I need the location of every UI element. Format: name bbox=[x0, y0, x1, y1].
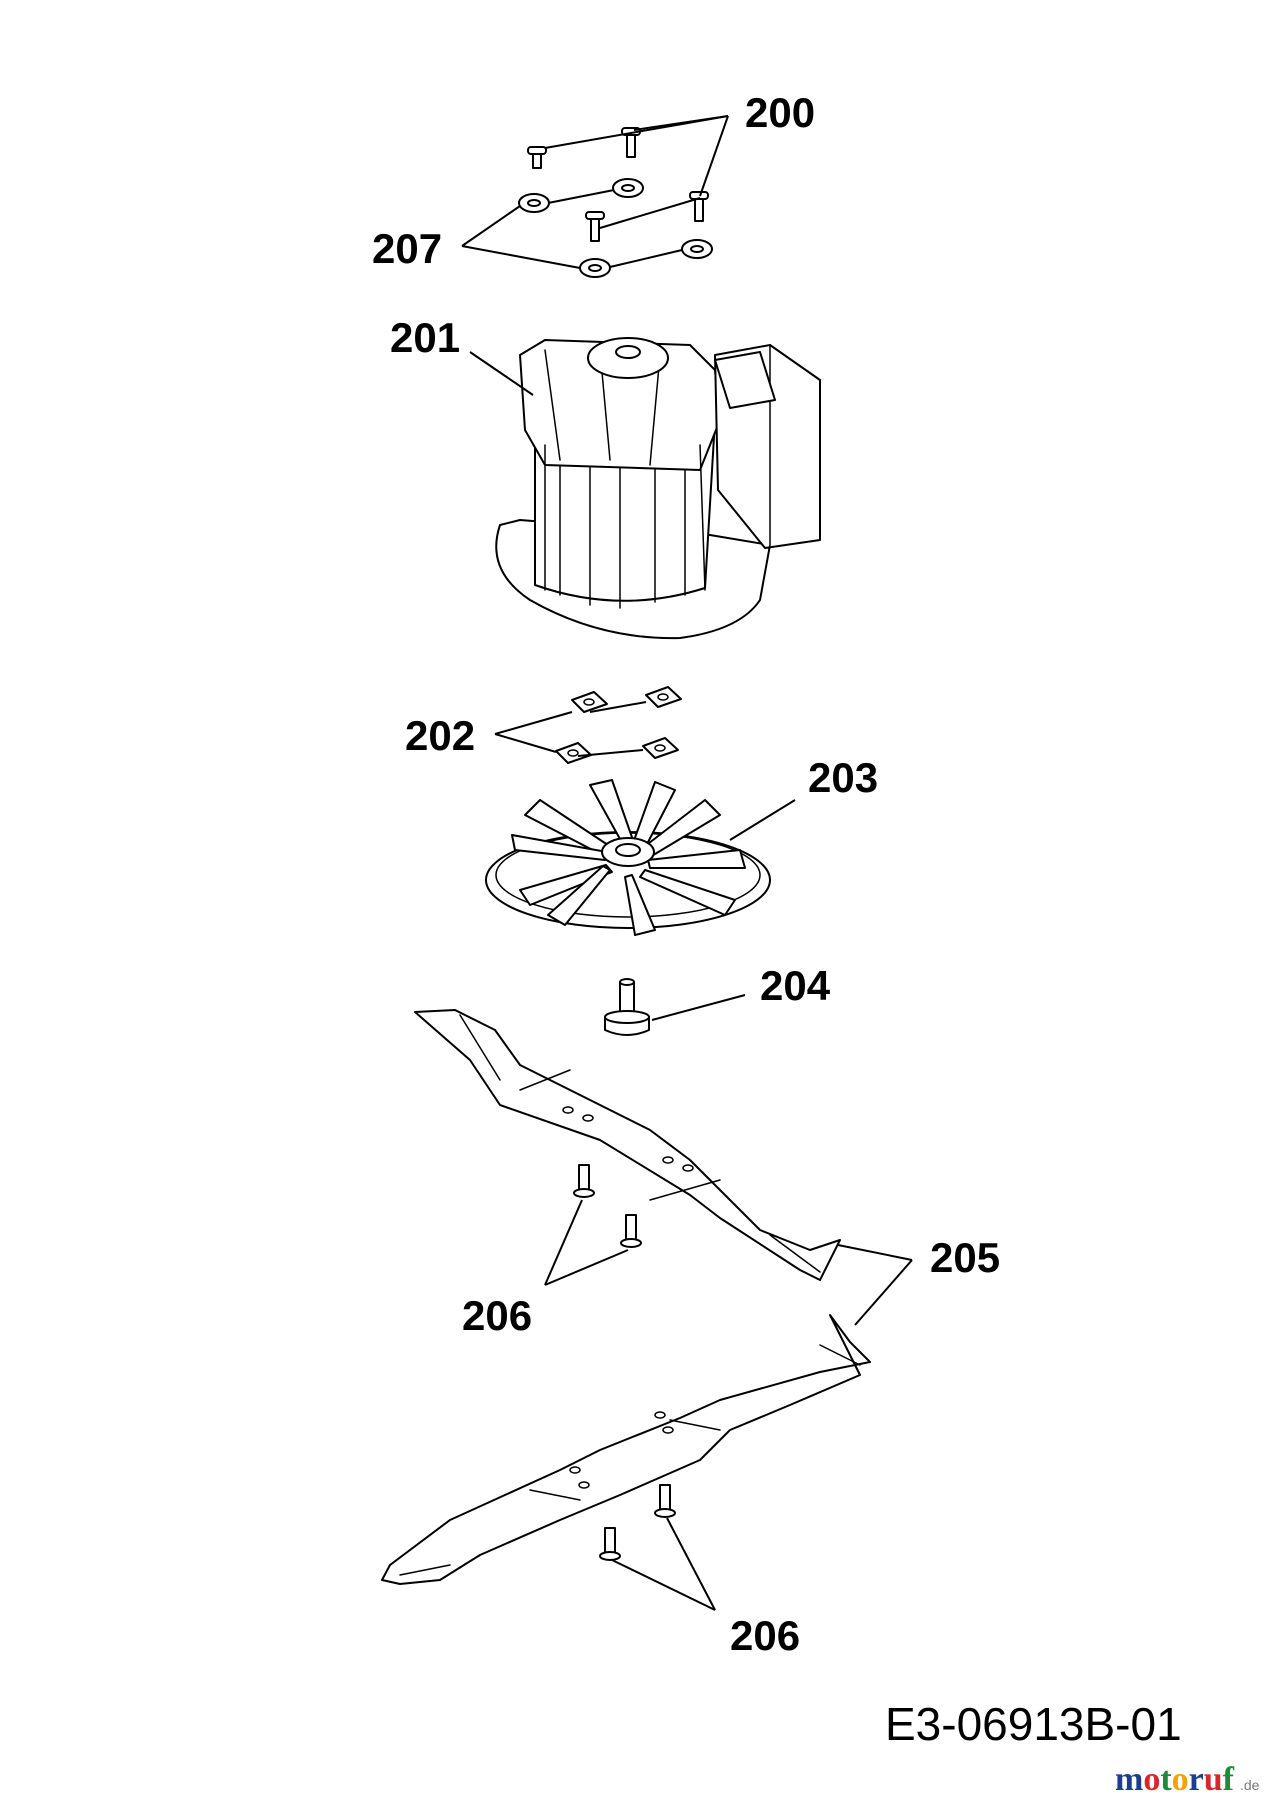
svg-text:motoruf: motoruf bbox=[1115, 1761, 1235, 1798]
blade-bolt bbox=[599, 1527, 621, 1561]
leader-line-201 bbox=[469, 351, 534, 396]
washer bbox=[612, 178, 644, 198]
screw bbox=[689, 191, 709, 222]
leader-lines-200 bbox=[544, 115, 729, 229]
nuts-202 bbox=[555, 686, 682, 764]
square-nut bbox=[555, 742, 592, 764]
callout-202: 202 bbox=[405, 712, 475, 759]
washer bbox=[518, 193, 550, 213]
square-nut bbox=[642, 737, 679, 759]
wm-t: t bbox=[1160, 1761, 1172, 1798]
square-nut bbox=[645, 686, 682, 708]
blade-bolt bbox=[620, 1214, 642, 1248]
leader-lines-205 bbox=[837, 1244, 913, 1326]
screw bbox=[585, 211, 605, 242]
blade-bolt bbox=[654, 1484, 676, 1518]
leader-line-203 bbox=[729, 799, 796, 841]
callout-205: 205 bbox=[930, 1234, 1000, 1281]
washers-207 bbox=[518, 178, 713, 278]
watermark-logo: motoruf .de bbox=[1115, 1761, 1260, 1798]
fan-blades bbox=[511, 779, 746, 936]
drawing-code: E3-06913B-01 bbox=[885, 1698, 1182, 1750]
leader-line-204 bbox=[651, 994, 746, 1021]
bolt-204 bbox=[604, 978, 650, 1036]
washer bbox=[681, 239, 713, 259]
leader-lines-206-upper bbox=[544, 1199, 629, 1286]
leader-lines-202 bbox=[494, 701, 647, 757]
callout-204: 204 bbox=[760, 962, 831, 1009]
blade-bolt bbox=[573, 1164, 595, 1198]
callout-206-upper: 206 bbox=[462, 1292, 532, 1339]
wm-m: m bbox=[1115, 1761, 1143, 1798]
callout-207: 207 bbox=[372, 225, 442, 272]
fan-203 bbox=[485, 779, 771, 936]
callout-203: 203 bbox=[808, 754, 878, 801]
blade-bolts-206-upper bbox=[573, 1164, 642, 1248]
square-nut bbox=[571, 691, 608, 713]
motor-201 bbox=[495, 337, 821, 640]
screw bbox=[527, 146, 547, 169]
wm-o2: o bbox=[1172, 1761, 1189, 1798]
wm-f: f bbox=[1223, 1761, 1235, 1798]
wm-r: r bbox=[1189, 1761, 1204, 1798]
leader-lines-206-lower bbox=[611, 1517, 716, 1611]
watermark-suffix: .de bbox=[1240, 1777, 1260, 1793]
blade-upper-205 bbox=[414, 1009, 841, 1281]
callout-201: 201 bbox=[390, 314, 460, 361]
callout-200: 200 bbox=[745, 89, 815, 136]
wm-u: u bbox=[1204, 1761, 1223, 1798]
leader-lines-207 bbox=[461, 189, 683, 269]
wm-o1: o bbox=[1143, 1761, 1160, 1798]
blade-bolts-206-lower bbox=[599, 1484, 676, 1561]
callout-206-lower: 206 bbox=[730, 1612, 800, 1659]
washer bbox=[579, 258, 611, 278]
blade-lower-205 bbox=[381, 1314, 871, 1585]
